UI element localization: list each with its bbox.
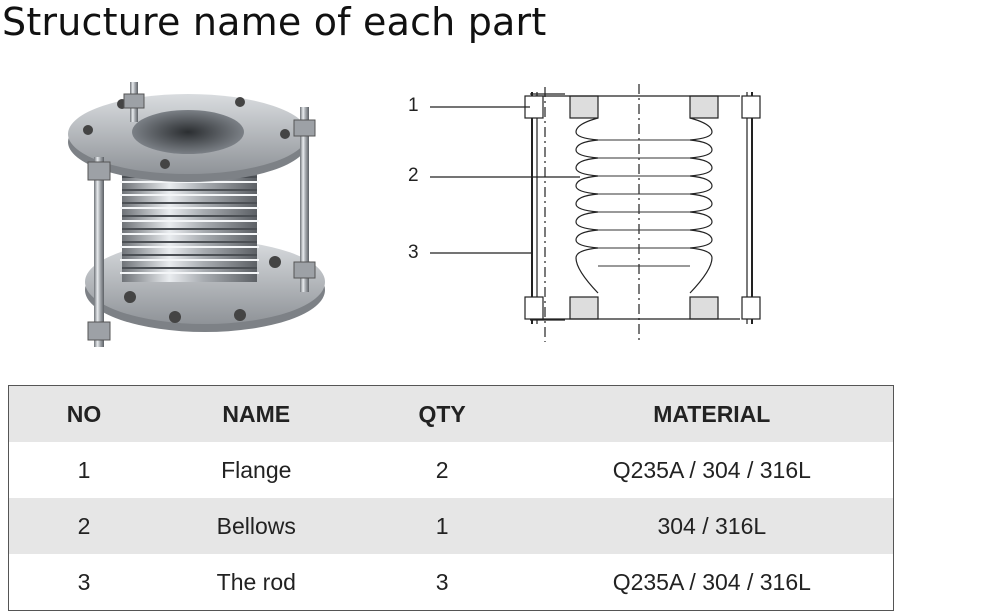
cell-qty: 1 — [435, 512, 449, 539]
cell-material: 304 / 316L — [657, 512, 767, 539]
cell-name: The rod — [216, 568, 296, 595]
callout-1: 1 — [408, 95, 419, 116]
cell-name: Flange — [221, 456, 292, 483]
structure-drawing — [430, 84, 761, 344]
parts-table: NO NAME QTY MATERIAL 1 Flange 2 Q235A / … — [8, 385, 894, 611]
cell-no: 2 — [77, 512, 91, 539]
cell-material: Q235A / 304 / 316L — [612, 568, 811, 595]
cell-no: 3 — [77, 568, 91, 595]
table-row: 3 The rod 3 Q235A / 304 / 316L — [8, 554, 894, 611]
header-material: MATERIAL — [653, 400, 771, 427]
callout-3: 3 — [408, 242, 419, 263]
cell-qty: 2 — [435, 456, 449, 483]
cell-no: 1 — [77, 456, 91, 483]
cell-name: Bellows — [216, 512, 296, 539]
table-row: 1 Flange 2 Q235A / 304 / 316L — [8, 442, 894, 498]
cell-material: Q235A / 304 / 316L — [612, 456, 811, 483]
header-name: NAME — [222, 400, 291, 427]
header-no: NO — [66, 400, 102, 427]
page-title: Structure name of each part — [2, 0, 547, 44]
bellows-joint-photo — [68, 82, 325, 347]
table-header-row: NO NAME QTY MATERIAL — [8, 385, 894, 442]
cell-qty: 3 — [435, 568, 449, 595]
header-qty: QTY — [418, 400, 466, 427]
table-row: 2 Bellows 1 304 / 316L — [8, 498, 894, 554]
callout-2: 2 — [408, 165, 419, 186]
